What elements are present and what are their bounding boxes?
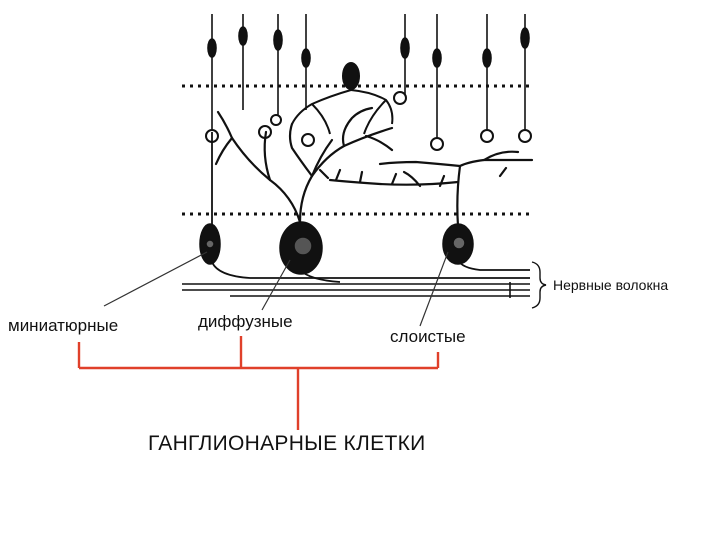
stratified-cell (442, 223, 474, 265)
nerve-fibers-brace (531, 261, 547, 309)
ganglion-cells (199, 221, 474, 275)
bipolar-terminals (205, 91, 532, 151)
diffuse-label: диффузные (198, 312, 293, 331)
pointer-lines (103, 251, 449, 327)
diffuse-cell (279, 221, 323, 275)
miniature-label: миниатюрные (8, 316, 119, 335)
axons (211, 132, 530, 283)
dendritic-trees (214, 106, 534, 228)
miniature-cell (199, 223, 221, 265)
nerve-fiber-layer (182, 282, 530, 298)
nerve-fibers-label: Нервные волокна (553, 277, 669, 293)
receptor-cells (207, 14, 530, 140)
amacrine-cell (291, 62, 394, 135)
ganglion-cells-title: ГАНГЛИОНАРНЫЕ КЛЕТКИ (148, 432, 426, 455)
stratified-label: слоистые (390, 327, 466, 346)
classification-bracket (77, 336, 440, 430)
layer-lines (182, 84, 532, 216)
